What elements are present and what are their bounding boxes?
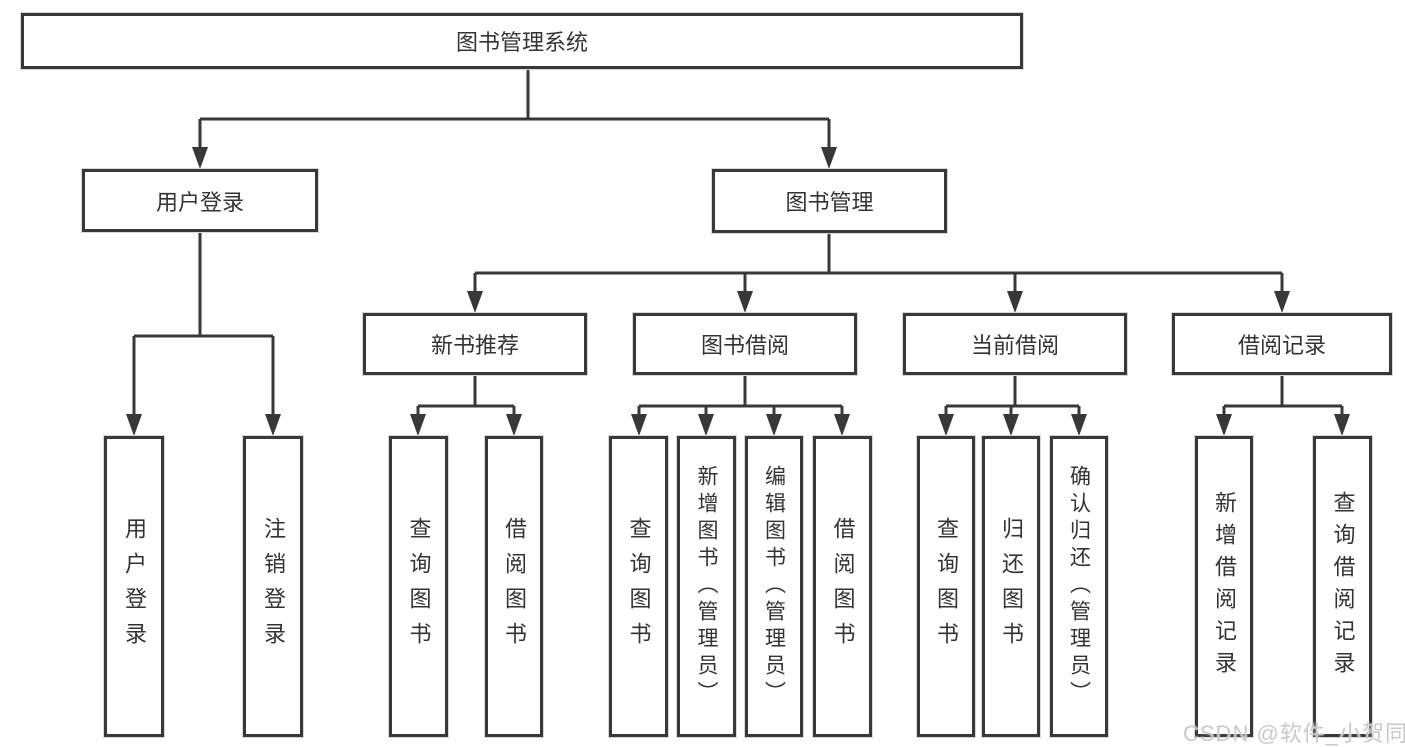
node-borrow-records: 借阅记录 [1172,313,1392,375]
leaf-add-borrow-record: 新增借阅记录 [1195,436,1253,737]
leaf-edit-book-admin: 编辑图书（管理员） [745,436,803,737]
leaf-return-books: 归还图书 [982,436,1040,737]
node-new-book-recommend: 新书推荐 [363,313,587,375]
arrowheads [126,147,1350,436]
node-book-management: 图书管理 [712,169,947,233]
leaf-query-borrow-record: 查询借阅记录 [1313,436,1372,737]
leaf-query-books-borrow: 查询图书 [609,436,668,737]
connector-paths [132,69,1344,416]
leaf-query-books-current: 查询图书 [917,436,975,737]
node-book-borrow: 图书借阅 [633,313,857,375]
leaf-confirm-return-admin: 确认归还（管理员） [1050,436,1108,737]
leaf-query-books-recommend: 查询图书 [389,436,448,737]
node-library-management-system: 图书管理系统 [21,13,1023,69]
leaf-add-book-admin: 新增图书（管理员） [677,436,736,737]
leaf-borrow-books: 借阅图书 [813,436,872,737]
node-current-borrow: 当前借阅 [903,313,1127,375]
leaf-borrow-books-recommend: 借阅图书 [485,436,543,737]
csdn-watermark: CSDN @软件_小贺同学 [1183,721,1405,746]
leaf-logout: 注销登录 [243,436,303,737]
node-user-login: 用户登录 [82,169,318,232]
leaf-user-login: 用户登录 [104,436,164,737]
